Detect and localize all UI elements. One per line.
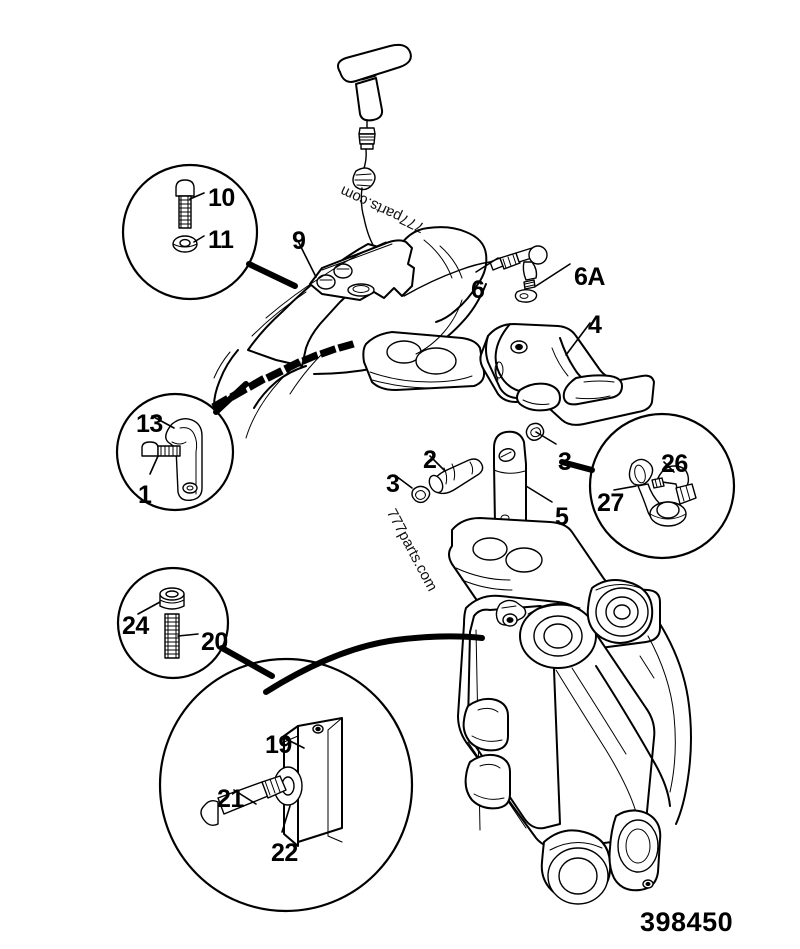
dipper-arm-casting	[211, 226, 488, 439]
callout-10: 10	[208, 184, 235, 212]
detail-circle-screw-nut	[116, 566, 275, 680]
latch-casting	[479, 323, 655, 426]
callout-19: 19	[265, 731, 292, 759]
detail-circle-lever	[115, 381, 249, 512]
spacer-sleeve-assembly	[411, 458, 484, 504]
callout-6a: 6A	[574, 263, 605, 291]
detail-circle-nipple	[559, 412, 736, 560]
leader-lines	[137, 192, 675, 833]
detail-circle-wedge	[158, 633, 485, 913]
cable-adjuster-ball-joint	[403, 245, 548, 303]
callout-22: 22	[271, 839, 298, 867]
callout-1: 1	[138, 481, 152, 509]
detail-circle-bolt-washer	[121, 163, 298, 301]
callout-6: 6	[471, 276, 485, 304]
callout-24: 24	[122, 612, 149, 640]
callout-26: 26	[661, 450, 688, 478]
quick-hitch-body	[448, 517, 692, 905]
callout-27: 27	[597, 489, 624, 517]
callout-9: 9	[292, 227, 306, 255]
drawing-number: 398450	[640, 907, 734, 937]
callout-21: 21	[217, 785, 244, 813]
t-handle-release-cable	[337, 43, 412, 269]
callout-2: 2	[423, 446, 437, 474]
callout-20: 20	[201, 628, 228, 656]
callout-4: 4	[588, 311, 602, 339]
callout-11: 11	[208, 226, 234, 254]
callout-5: 5	[555, 503, 569, 531]
callout-3-right: 3	[558, 448, 572, 476]
callout-13: 13	[136, 410, 163, 438]
callout-3-left: 3	[386, 470, 400, 498]
